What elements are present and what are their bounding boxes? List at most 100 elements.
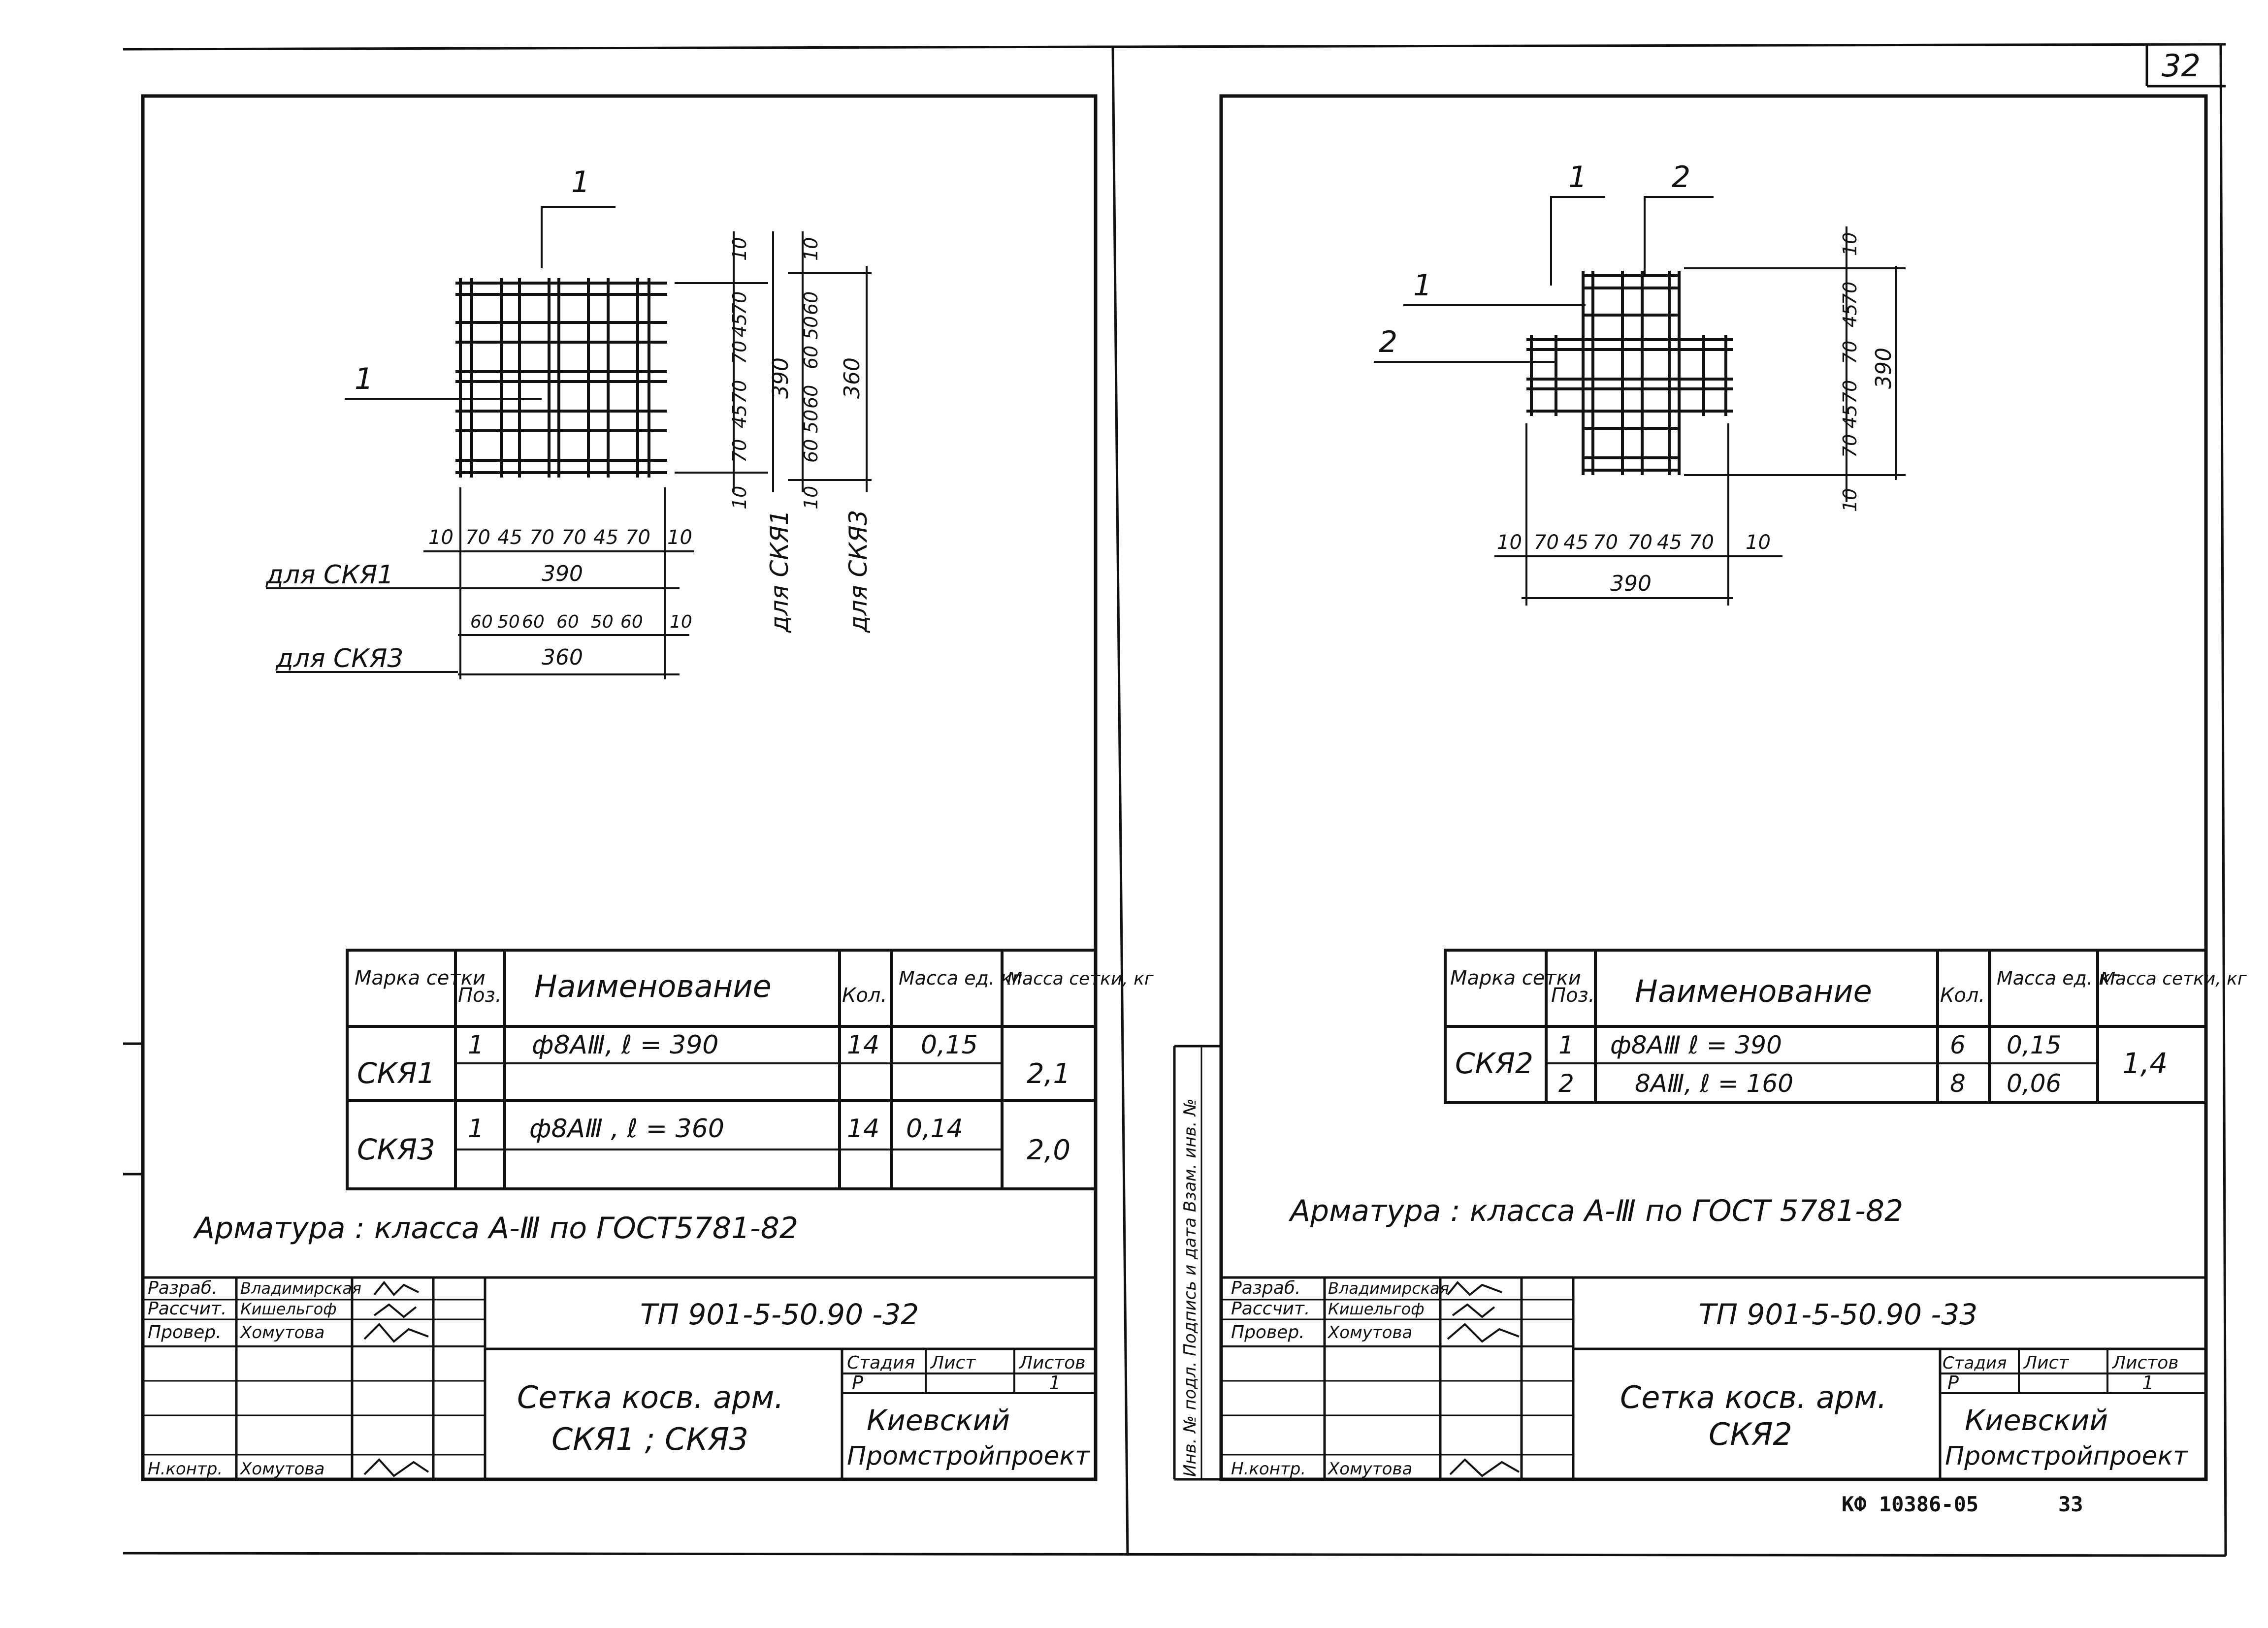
left-bottom-dimensions: [423, 487, 694, 679]
tb-stage-label: Стадия: [847, 1353, 915, 1373]
dim-label: 50: [800, 316, 822, 340]
right-label-ska3: для СКЯ3: [844, 510, 873, 633]
dim-total: 390: [542, 561, 583, 586]
dim-label: 45: [1839, 405, 1861, 428]
tb-name: Хомутова: [239, 1323, 324, 1342]
left-callout-top: 1: [571, 165, 590, 199]
dim-label: 10: [1497, 531, 1522, 554]
dim-label: 70: [561, 526, 586, 549]
tb-designation: ТП 901-5-50.90 -32: [640, 1298, 919, 1331]
cell-qty: 14: [847, 1030, 879, 1060]
cell-qty: 14: [847, 1114, 879, 1144]
dim-label: 50: [497, 612, 520, 632]
tb-sheets: 1: [2142, 1372, 2154, 1394]
cell-name: ф8АⅢ , ℓ = 360: [529, 1114, 724, 1144]
dim-label: 10: [1839, 232, 1861, 256]
th-total-mass: Масса сетки, кг: [1007, 969, 1154, 989]
cell-mark: СКЯ1: [357, 1056, 435, 1090]
tb-role: Н.контр.: [1231, 1459, 1306, 1479]
right-sheet: Инв. № подл. Подпись и дата Взам. инв. №: [1173, 94, 2247, 1481]
dim-label: 60: [800, 346, 822, 369]
tb-designation: ТП 901-5-50.90 -33: [1699, 1298, 1977, 1331]
tb-name: Хомутова: [239, 1459, 324, 1479]
right-right-dimensions: 10 70 45 70 70 45 70 10 390: [1684, 226, 1906, 512]
tb-sheet-label: Лист: [930, 1353, 976, 1373]
label-ska1: для СКЯ1: [265, 560, 393, 590]
right-left-callout-1: 1: [1413, 268, 1432, 303]
tb-stage-label: Стадия: [1943, 1353, 2007, 1373]
dim-label: 70: [1839, 434, 1861, 458]
outer-frame: [123, 43, 2227, 1557]
tb-name: Владимирская: [240, 1279, 361, 1298]
left-sheet-border: [141, 94, 1098, 1481]
tb-sheets-label: Листов: [2111, 1353, 2178, 1373]
th-name: Наименование: [1635, 973, 1872, 1009]
cell-pos: 2: [1558, 1069, 1574, 1098]
tb-role: Н.контр.: [148, 1459, 223, 1479]
tb-org-line1: Киевский: [867, 1404, 1010, 1437]
dim-label: 45: [1563, 531, 1588, 554]
cell-total-mass: 2,1: [1027, 1058, 1070, 1090]
tb-name: Хомутова: [1327, 1459, 1412, 1479]
tb-title-line1: Сетка косв. арм.: [1620, 1379, 1887, 1415]
signature-marks: [1447, 1281, 1520, 1477]
tb-role: Разраб.: [1231, 1278, 1300, 1298]
table-row: 2 8АⅢ, ℓ = 160 8 0,06: [1558, 1069, 2061, 1098]
dim-label: 70: [1689, 531, 1714, 554]
dim-total: 360: [542, 645, 583, 670]
dim-label: 10: [800, 237, 822, 261]
dim-total: 360: [840, 357, 865, 399]
th-qty: Кол.: [1940, 984, 1985, 1007]
signature-marks: [363, 1280, 429, 1477]
tb-org-line2: Промстройпроект: [1945, 1441, 2189, 1471]
cell-name: ф8АⅢ, ℓ = 390: [532, 1030, 718, 1060]
dim-label: 60: [800, 291, 822, 315]
dim-label: 45: [1839, 304, 1861, 327]
dim-total: 390: [1871, 348, 1896, 389]
th-pos: Поз.: [458, 984, 502, 1007]
tb-role: Рассчит.: [148, 1299, 227, 1319]
cell-unit-mass: 0,06: [2007, 1069, 2061, 1098]
dim-label: 10: [1839, 488, 1861, 512]
right-label-ska1: для СКЯ1: [765, 510, 794, 633]
dim-label: 10: [670, 612, 692, 632]
cell-mark: СКЯ2: [1455, 1047, 1533, 1080]
cell-total-mass: 1,4: [2122, 1047, 2168, 1080]
dim-label: 60: [620, 612, 643, 632]
dim-label: 45: [1657, 531, 1682, 554]
th-mark: Марка сетки: [1450, 967, 1581, 990]
left-spec-table: Марка сетки Поз. Наименование Кол. Масса…: [346, 949, 1154, 1190]
dim-label: 70: [465, 526, 490, 549]
tb-role: Рассчит.: [1231, 1299, 1310, 1319]
cell-unit-mass: 0,15: [2007, 1031, 2061, 1059]
cell-pos: 1: [1558, 1031, 1574, 1059]
dim-label: 70: [1839, 341, 1861, 364]
dim-total: 390: [768, 357, 793, 399]
tb-role: Провер.: [1231, 1322, 1305, 1342]
cell-qty: 6: [1950, 1031, 1966, 1059]
dim-label: 50: [800, 410, 822, 433]
left-bottom-dims-ska3: 60 50 60 60 50 60 10 360 для СКЯ3: [275, 612, 692, 673]
dim-total: 390: [1610, 571, 1652, 596]
th-pos: Поз.: [1551, 984, 1595, 1007]
dim-label: 10: [800, 486, 822, 510]
right-callout-1: 1: [1568, 160, 1587, 194]
tb-name: Хомутова: [1327, 1323, 1412, 1342]
th-total-mass: Масса сетки, кг: [2100, 969, 2247, 989]
tb-role: Провер.: [148, 1322, 222, 1342]
side-stamp: Инв. № подл. Подпись и дата Взам. инв. №: [1173, 1045, 1221, 1481]
th-unit-mass: Масса ед. кг: [899, 967, 1022, 989]
dim-label: 60: [556, 612, 579, 632]
dim-label: 60: [800, 439, 822, 463]
dim-label: 70: [1839, 282, 1861, 305]
table-row: СКЯ1 1 ф8АⅢ, ℓ = 390 14 0,15 2,1: [357, 1030, 1070, 1090]
dim-label: 45: [729, 405, 750, 428]
tb-title-line1: Сетка косв. арм.: [517, 1379, 784, 1415]
tb-title-line2: СКЯ1 ; СКЯ3: [551, 1421, 748, 1457]
tb-name: Владимирская: [1328, 1279, 1449, 1298]
tb-name: Кишельгоф: [240, 1300, 337, 1318]
tb-name: Кишельгоф: [1328, 1300, 1425, 1318]
dim-label: 70: [729, 380, 750, 404]
right-callout-2-leader: [1644, 196, 1714, 276]
